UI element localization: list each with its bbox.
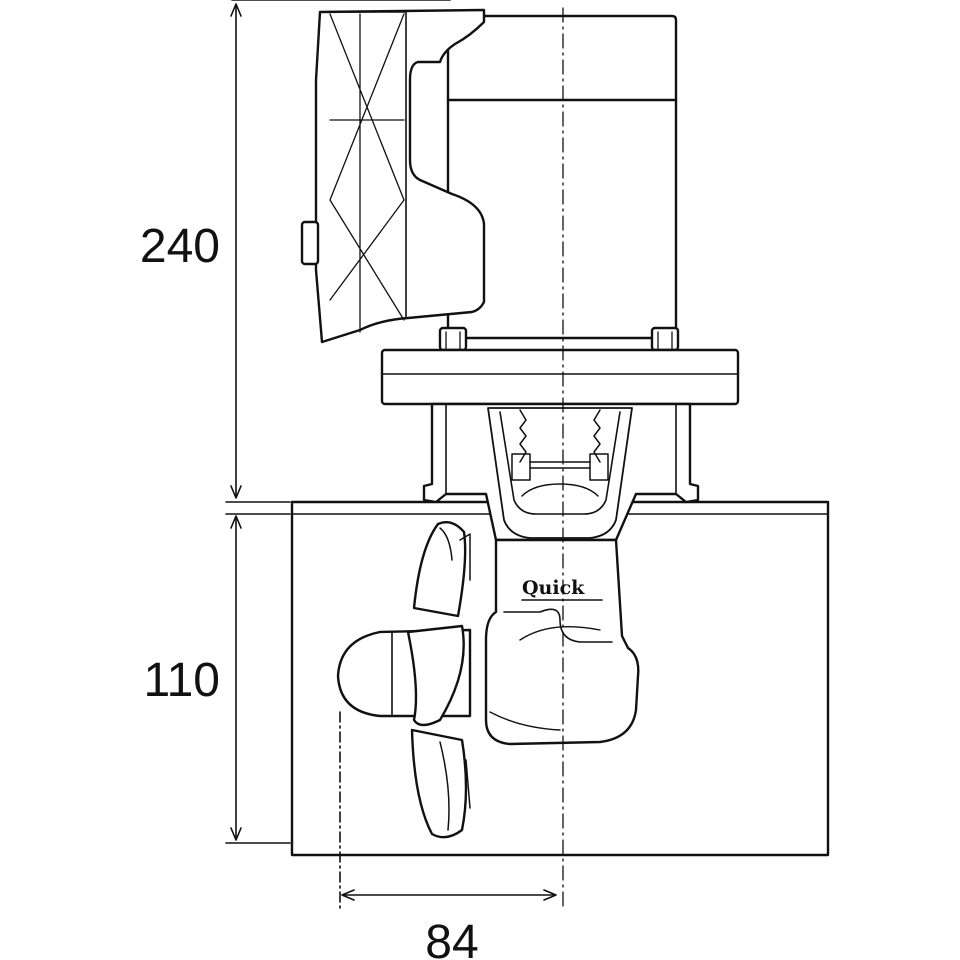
arrow-down-110 bbox=[230, 827, 242, 841]
gear-housing-body bbox=[484, 538, 640, 746]
coupling-teeth-left bbox=[519, 409, 527, 463]
arrow-up-110 bbox=[230, 515, 242, 529]
mounting-flange bbox=[380, 348, 740, 406]
solenoid-cross-marks bbox=[329, 13, 405, 333]
solenoid-housing bbox=[314, 8, 486, 344]
drive-leg bbox=[422, 402, 700, 557]
brand-logo: Quick bbox=[522, 577, 585, 599]
solenoid-box bbox=[300, 8, 486, 344]
arrow-right-84 bbox=[543, 889, 557, 901]
mount-bolts bbox=[438, 326, 680, 352]
arrow-down-240 bbox=[230, 485, 242, 499]
gear-housing: Quick bbox=[484, 538, 640, 746]
dimension-horizontal bbox=[339, 711, 557, 911]
bolt-left bbox=[438, 326, 468, 352]
blade-top bbox=[412, 521, 467, 618]
dimension-label-84: 84 bbox=[425, 916, 478, 960]
bolt-right bbox=[650, 326, 680, 352]
flange-plate bbox=[380, 348, 740, 406]
arrow-left-84 bbox=[341, 889, 355, 901]
solenoid-terminal bbox=[300, 220, 320, 266]
arrow-up-240 bbox=[230, 3, 242, 17]
coupling-teeth-right bbox=[593, 409, 601, 463]
dimension-label-240: 240 bbox=[140, 220, 220, 273]
motor-body bbox=[446, 14, 678, 340]
leg-housing bbox=[422, 402, 700, 542]
solenoid-face-edge bbox=[319, 11, 407, 319]
motor bbox=[446, 14, 678, 340]
blade-bottom bbox=[410, 728, 468, 839]
dimension-label-110: 110 bbox=[143, 654, 220, 707]
dimension-vertical bbox=[225, 0, 451, 844]
propeller-blades bbox=[406, 521, 471, 839]
coupling-window bbox=[487, 407, 633, 539]
blade-mid bbox=[406, 624, 465, 727]
